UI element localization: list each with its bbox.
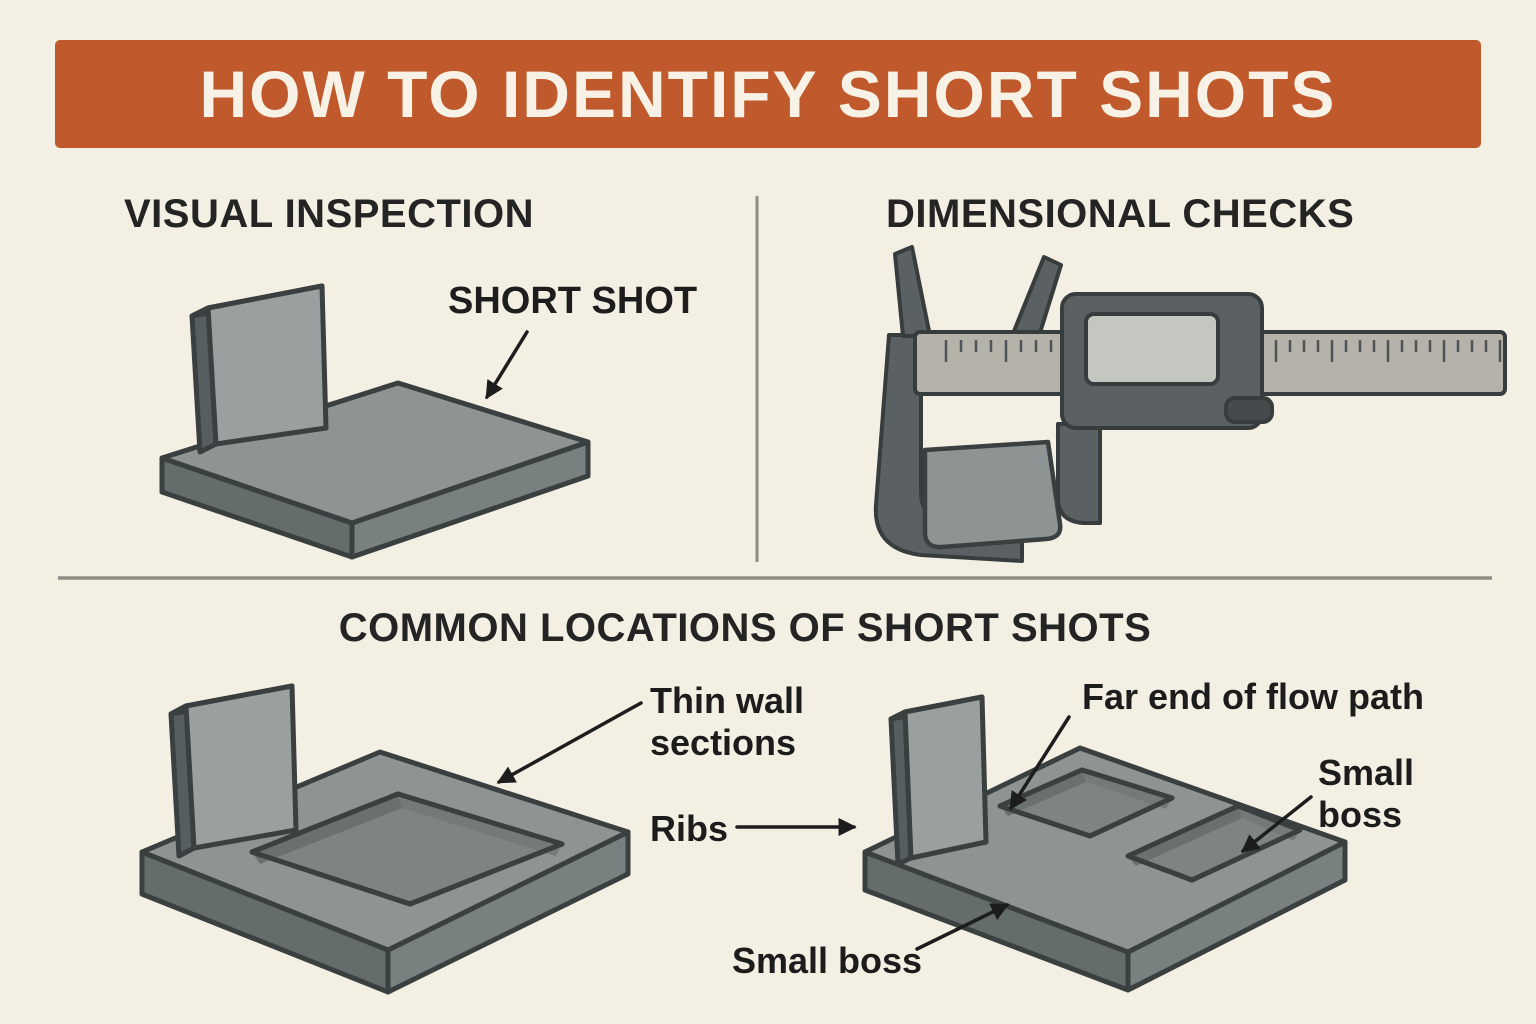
caliper-illustration — [873, 245, 1507, 563]
caliper-display-screen — [1084, 312, 1220, 386]
label-ribs: Ribs — [650, 808, 729, 849]
caliper-upper-fixed-jaw — [893, 245, 932, 338]
pocket-inner-wall-right — [398, 794, 562, 856]
label-small-boss-lower: Small boss — [732, 940, 923, 981]
caliper-measured-part — [922, 439, 1063, 550]
molded-plate-illustration — [159, 283, 591, 560]
label-short-shot: SHORT SHOT — [448, 280, 698, 322]
label-small-boss-upper: Small boss — [1318, 752, 1415, 835]
compartment-tray-illustration — [862, 694, 1348, 993]
tray-part-illustration — [139, 683, 631, 995]
rib-front-face — [205, 283, 329, 447]
ctray-pocket-a-wall-right — [1082, 770, 1172, 809]
arrow-short-shot — [485, 330, 529, 400]
heading-dimensional-checks: DIMENSIONAL CHECKS — [886, 192, 1355, 236]
ctray-pocket-b-wall-left — [1128, 806, 1242, 866]
title-banner: HOW TO IDENTIFY SHORT SHOTS — [55, 40, 1481, 148]
pocket-inner-wall-left — [252, 794, 402, 864]
arrow-small-boss-lower — [915, 903, 1010, 951]
ctray-pocket-b-outline — [1125, 803, 1303, 883]
label-thin-wall-sections: Thin wall sections — [650, 680, 805, 763]
pocket-outline — [249, 791, 565, 907]
label-far-end-of-flow-path: Far end of flow path — [1082, 676, 1424, 717]
arrow-far-end — [1009, 715, 1071, 811]
ctray-rib-front-face — [902, 694, 989, 861]
annotation-arrows — [485, 330, 1313, 951]
heading-common-locations: COMMON LOCATIONS OF SHORT SHOTS — [338, 606, 1152, 650]
caliper-thumb-roller — [1224, 396, 1274, 424]
arrow-small-boss-upper — [1240, 795, 1313, 853]
heading-visual-inspection: VISUAL INSPECTION — [124, 192, 535, 236]
ctray-pocket-b-wall-right — [1238, 806, 1300, 841]
banner-title: HOW TO IDENTIFY SHORT SHOTS — [199, 57, 1337, 131]
divider-lines — [58, 196, 1492, 580]
arrow-thin-wall — [496, 701, 643, 784]
caliper-upper-movable-jaw — [1010, 255, 1063, 338]
caliper-fixed-jaw — [873, 333, 1024, 563]
ctray-pocket-a-outline — [997, 767, 1175, 839]
caliper-ruler-ticks — [944, 340, 1502, 362]
tray-rib-front-face — [183, 683, 299, 851]
caliper-movable-jaw — [1056, 422, 1102, 525]
